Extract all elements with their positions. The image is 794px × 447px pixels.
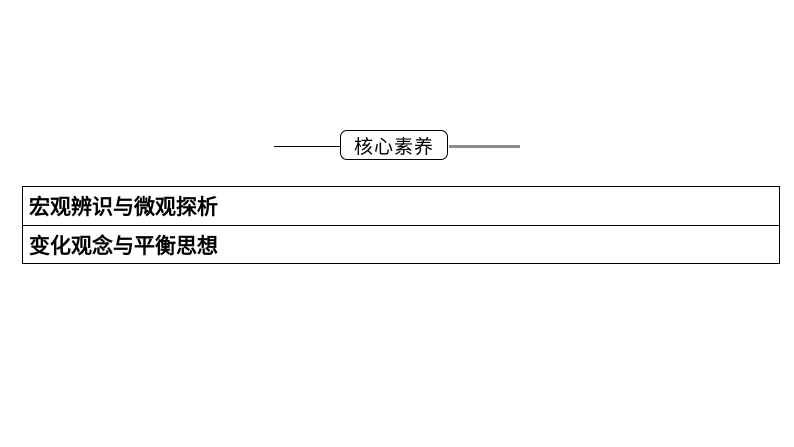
heading-label: 核心素养 [340,130,448,160]
literacy-table: 宏观辨识与微观探析 变化观念与平衡思想 [22,186,780,264]
section-heading: 核心素养 [0,128,794,164]
heading-line-right [449,145,520,148]
table-row: 宏观辨识与微观探析 [29,194,218,219]
heading-line-left [274,146,342,147]
table-row: 变化观念与平衡思想 [23,225,779,263]
